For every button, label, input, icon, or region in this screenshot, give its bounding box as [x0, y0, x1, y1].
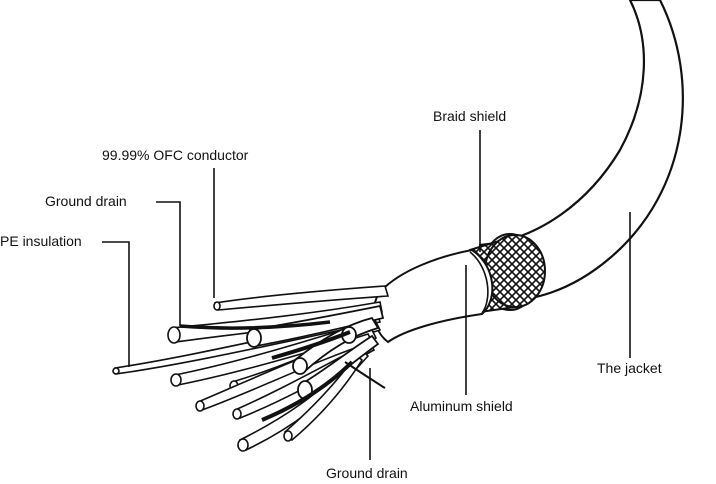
label-the-jacket: The jacket — [597, 360, 662, 376]
leader-lines — [102, 130, 631, 460]
aluminum-shield — [372, 248, 494, 344]
label-aluminum-shield: Aluminum shield — [410, 398, 513, 414]
insulation-tubes — [246, 304, 385, 400]
label-ground-drain-top: Ground drain — [45, 193, 127, 209]
label-pe-insulation: PE insulation — [0, 233, 82, 249]
label-ofc-conductor: 99.99% OFC conductor — [102, 147, 249, 163]
label-braid-shield: Braid shield — [433, 108, 507, 124]
ground-drain-wires — [179, 320, 386, 422]
label-ground-drain-bottom: Ground drain — [326, 465, 408, 481]
